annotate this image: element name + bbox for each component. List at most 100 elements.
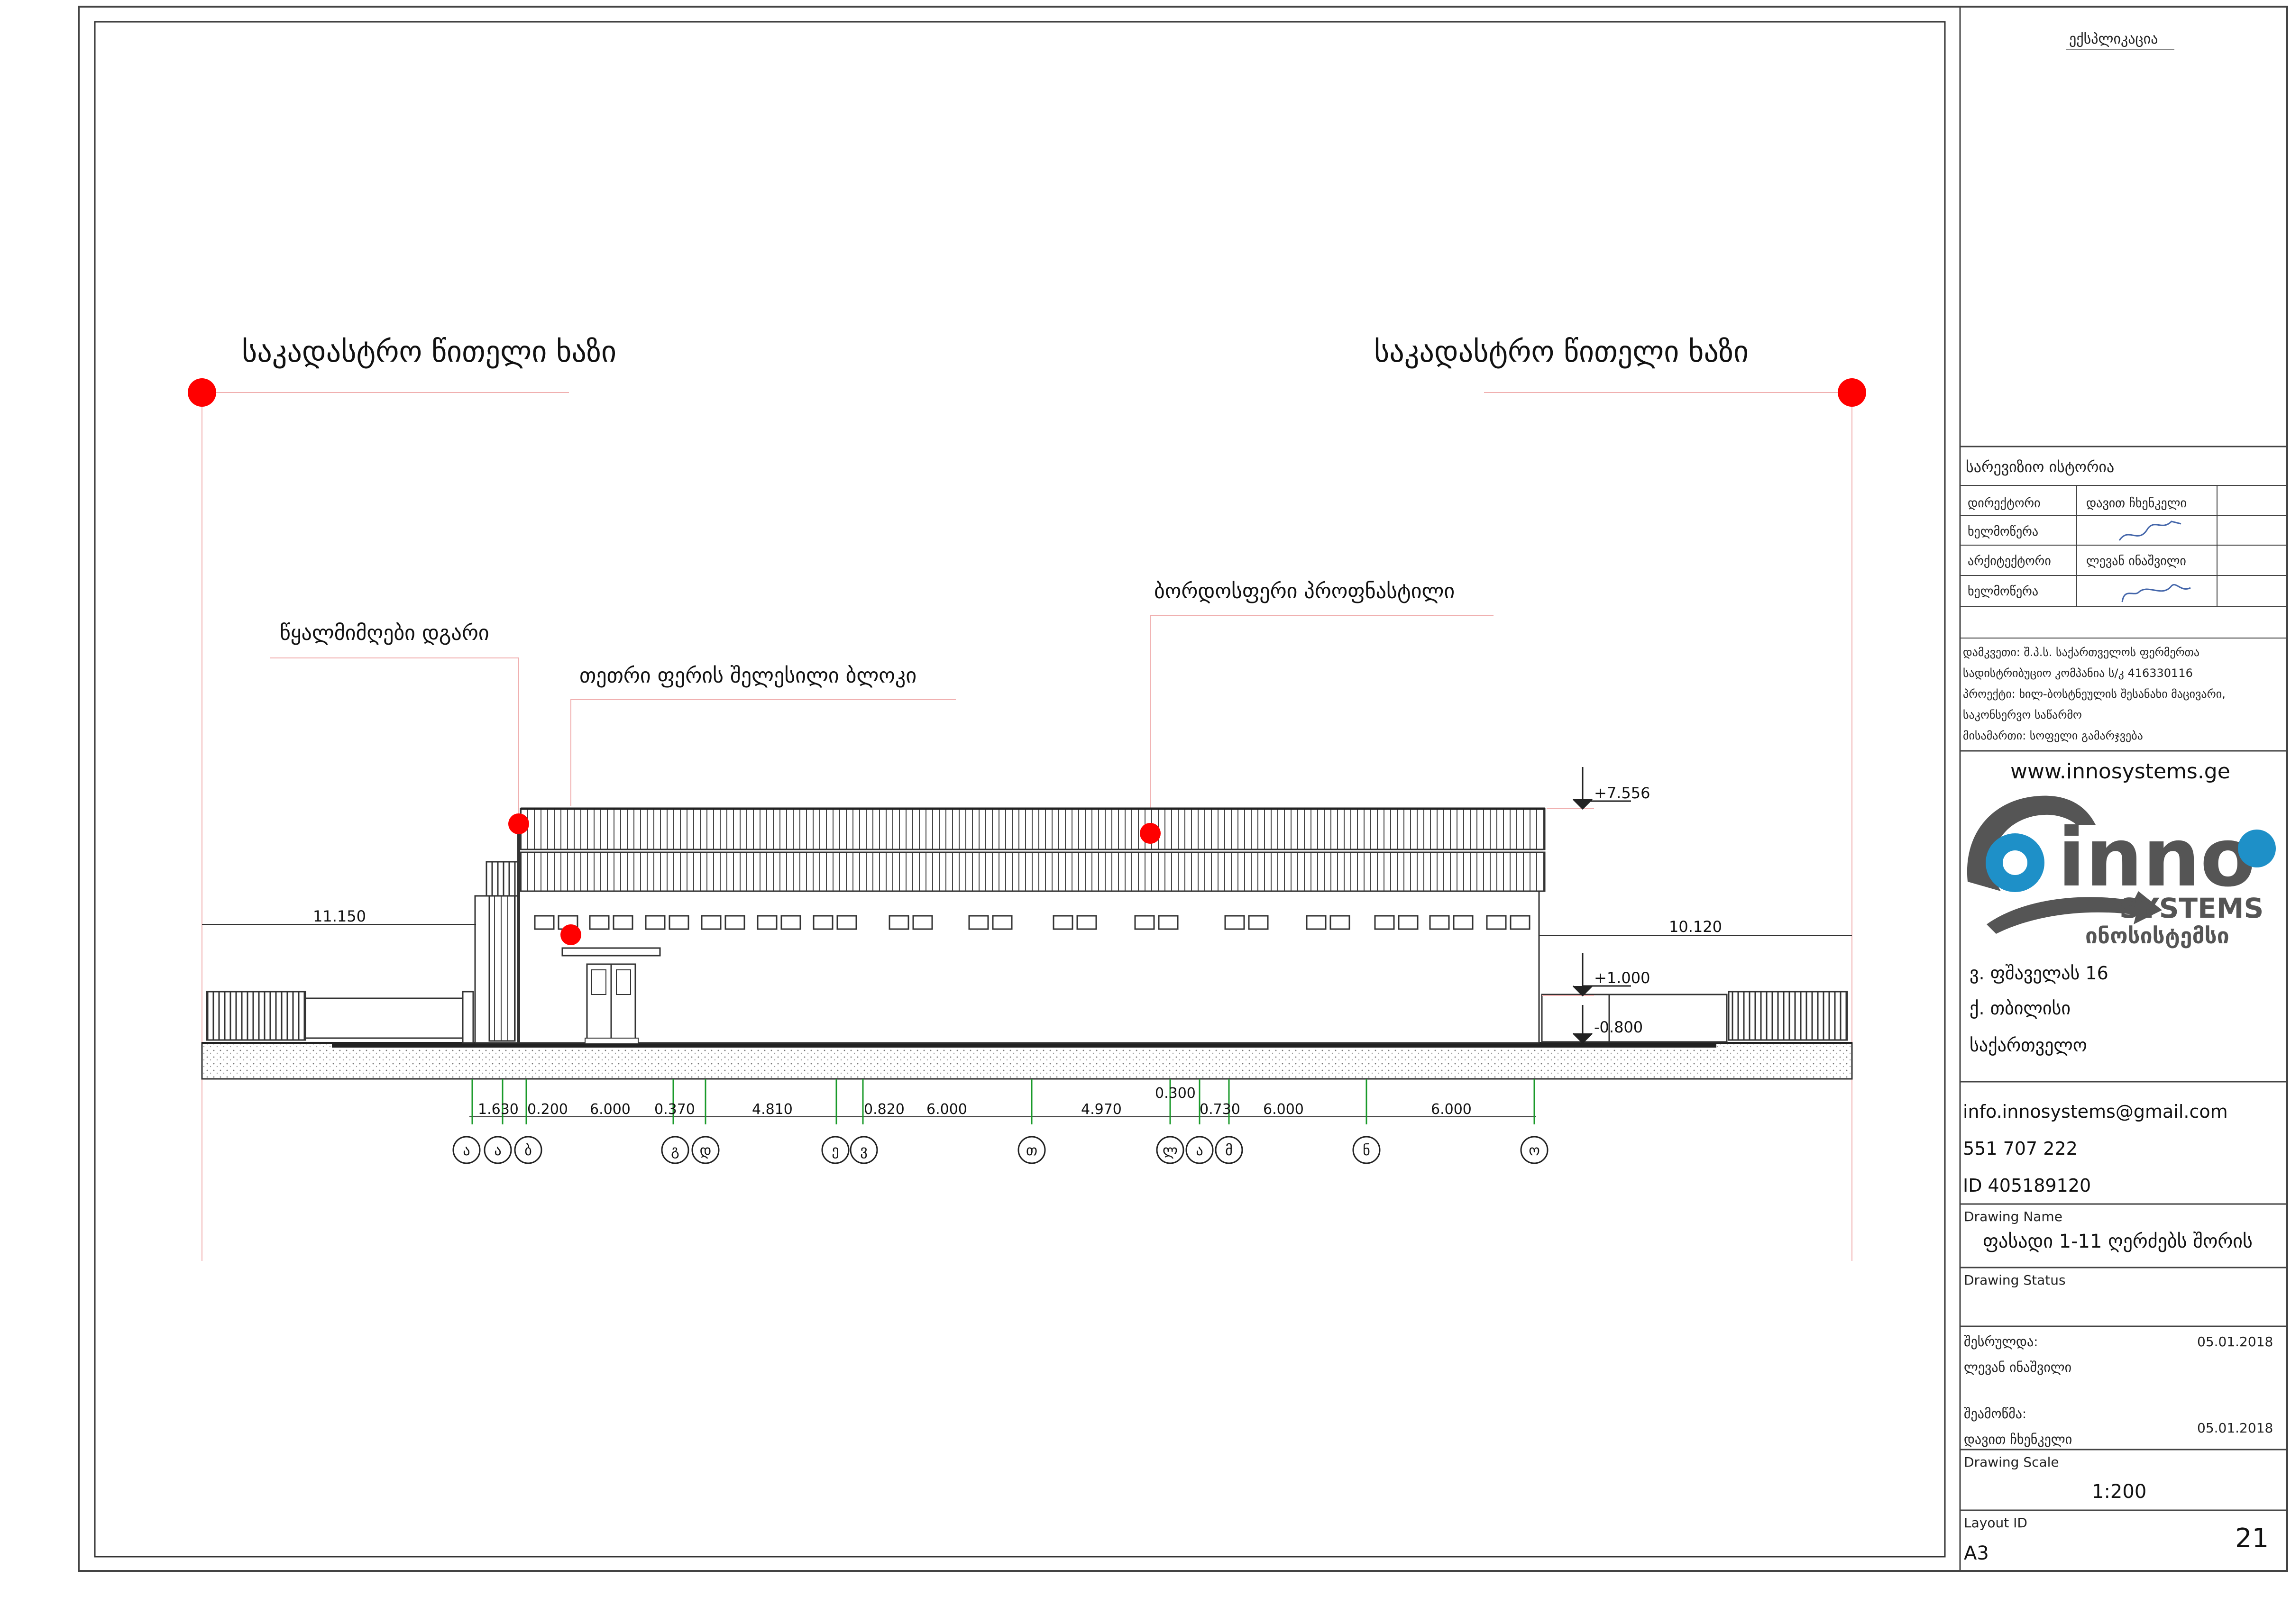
dim-value: 0.200 (527, 1101, 568, 1118)
company-id: ID 405189120 (1963, 1175, 2091, 1196)
street: ვ. ფშაველას 16 (1970, 963, 2108, 984)
window (836, 915, 857, 930)
window (1429, 915, 1450, 930)
dim-value: 0.820 (864, 1101, 905, 1118)
window (1306, 915, 1327, 930)
offset-left-value: 11.150 (313, 907, 366, 925)
window (1453, 915, 1474, 930)
dim-value: 0.730 (1200, 1101, 1240, 1118)
signature-director (2118, 520, 2181, 541)
window (669, 915, 689, 930)
dim-value: 4.810 (752, 1101, 793, 1118)
window (1134, 915, 1155, 930)
level-top-value: +7.556 (1594, 784, 1650, 802)
email[interactable]: info.innosystems@gmail.com (1963, 1101, 2228, 1122)
checked-label: შეამოწმა: (1964, 1406, 2026, 1422)
window (1510, 915, 1530, 930)
window (912, 915, 933, 930)
axis-label: გ (671, 1142, 679, 1159)
dim-value: 1.630 (478, 1101, 519, 1118)
axis-labels: ა ა ბ გ დ ე ვ თ ლ ა მ ნ ო (463, 1142, 1540, 1159)
signature-label-2: ხელმოწერა (1968, 584, 2038, 599)
fence-right (1728, 991, 1848, 1041)
performed-date: 05.01.2018 (2197, 1334, 2273, 1350)
axis-label: ბ (524, 1142, 532, 1159)
cadastral-label-left: საკადასტრო წითელი ხაზი (242, 334, 616, 369)
city: ქ. თბილისი (1970, 998, 2071, 1019)
downpipe-leader (270, 657, 519, 824)
phone: 551 707 222 (1963, 1138, 2078, 1159)
window (1248, 915, 1269, 930)
window (701, 915, 722, 930)
director-label: დირექტორი (1968, 496, 2041, 511)
marker-profile (1140, 823, 1161, 844)
door-steps (585, 1038, 639, 1044)
entrance-canopy (561, 947, 661, 957)
website[interactable]: www.innosystems.ge (2010, 759, 2230, 784)
signature-label-1: ხელმოწერა (1968, 525, 2038, 539)
fence-left (206, 991, 306, 1041)
performed-name: ლევან ინაშვილი (1964, 1359, 2071, 1375)
door-glass-right (616, 969, 631, 995)
address-line: მისამართი: სოფელი გამარჯვება (1963, 729, 2143, 742)
cadastral-label-right: საკადასტრო წითელი ხაზი (1374, 334, 1749, 369)
axis-label: მ (1225, 1142, 1233, 1159)
building-wall (518, 890, 1540, 1044)
level-low (1572, 1005, 1593, 1044)
axis-label: ლ (1163, 1142, 1178, 1159)
stair-rail (486, 861, 519, 897)
director-name: დავით ჩხენკელი (2086, 496, 2187, 511)
drawing-status-label: Drawing Status (1964, 1272, 2066, 1288)
profiled-sheet-upper (520, 808, 1546, 850)
signature-table (1960, 485, 2287, 639)
axis-label: ა (1196, 1142, 1203, 1159)
white-block-label: თეთრი ფერის შელესილი ბლოკი (579, 664, 916, 688)
dim-value: 6.000 (1431, 1101, 1472, 1118)
axis-label: ნ (1363, 1142, 1370, 1159)
architect-label: არქიტექტორი (1968, 554, 2051, 568)
outer-border (78, 6, 2288, 1572)
dim-value: 4.970 (1081, 1101, 1122, 1118)
axis-label: ა (463, 1142, 470, 1159)
dim-value: 6.000 (926, 1101, 967, 1118)
inno-logo: inno SYSTEMS ინოსისტემსი (1967, 795, 2276, 949)
level-top (1547, 767, 1631, 810)
logo-geo: ინოსისტემსი (2085, 923, 2229, 949)
right-annex (1541, 994, 1728, 1043)
cadastral-marker-left (188, 378, 216, 407)
dim-value-top: 0.300 (1155, 1085, 1196, 1102)
window (1224, 915, 1245, 930)
stair-ladder (488, 895, 516, 1042)
axis-label: ა (494, 1142, 501, 1159)
window (1076, 915, 1097, 930)
explication-heading: ექსპლიკაცია (2069, 31, 2158, 47)
axis-label: ვ (860, 1142, 867, 1159)
revision-history-heading: სარევიზიო ისტორია (1966, 458, 2114, 476)
window (780, 915, 801, 930)
fence-left-post (462, 991, 474, 1044)
window (1398, 915, 1419, 930)
white-block-leader (570, 699, 956, 806)
project-line-1: პროექტი: ხილ-ბოსტნეულის შესანახი მაცივარ… (1963, 687, 2226, 701)
layout-value: A3 (1964, 1542, 1989, 1564)
logo-systems: SYSTEMS (2119, 892, 2264, 924)
level-mid (1542, 953, 1631, 997)
window (1486, 915, 1507, 930)
client-line-1: დამკვეთი: შ.პ.ს. საქართველოს ფერმერთა (1963, 646, 2199, 659)
architect-name: ლევან ინაშვილი (2086, 554, 2186, 568)
axis-bubbles (452, 1136, 1549, 1164)
project-line-2: საკონსერვო საწარმო (1963, 708, 2082, 721)
burgundy-profile-leader (1150, 615, 1494, 833)
window (889, 915, 909, 930)
window (613, 915, 633, 930)
logo-gear-hole (2003, 850, 2027, 875)
axis-label: ო (1529, 1142, 1540, 1159)
window (1158, 915, 1179, 930)
window-row (534, 915, 1530, 930)
axis-label: დ (700, 1142, 712, 1159)
dim-value: 0.370 (654, 1101, 695, 1118)
window (1329, 915, 1350, 930)
client-line-2: სადისტრიბუციო კომპანია ს/კ 416330116 (1963, 666, 2193, 680)
country: საქართველო (1970, 1035, 2087, 1056)
